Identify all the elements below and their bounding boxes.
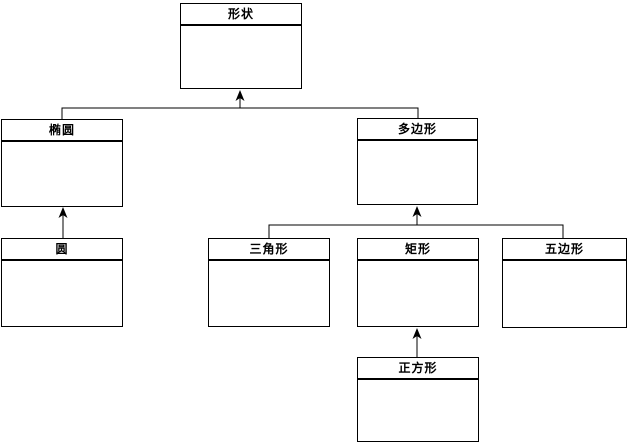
class-title: 形状 [181, 4, 301, 26]
class-body-compartment [358, 141, 477, 204]
class-body-compartment [209, 261, 329, 326]
class-body-compartment [2, 142, 122, 206]
class-title: 矩形 [358, 239, 478, 261]
class-box-pentagon[interactable]: 五边形 [502, 238, 627, 328]
arrowhead-icon [235, 90, 245, 101]
class-title: 三角形 [209, 239, 329, 261]
connector-ellipse-polygon-to-shape [61, 90, 419, 119]
class-body-compartment [358, 380, 478, 441]
class-body-compartment [358, 261, 478, 326]
connector-line [268, 224, 564, 238]
arrowhead-icon [412, 328, 422, 339]
class-box-square[interactable]: 正方形 [357, 357, 479, 442]
class-title: 五边形 [503, 239, 626, 261]
class-body-compartment [503, 261, 626, 327]
class-title: 多边形 [358, 119, 477, 141]
connector-square-to-rectangle [412, 328, 422, 357]
class-body-compartment [2, 261, 122, 326]
class-title: 圆 [2, 239, 122, 261]
class-title: 正方形 [358, 358, 478, 380]
arrowhead-icon [58, 207, 68, 218]
class-box-ellipse[interactable]: 椭圆 [1, 119, 123, 207]
class-box-polygon[interactable]: 多边形 [357, 118, 478, 205]
class-box-circle[interactable]: 圆 [1, 238, 123, 327]
class-box-triangle[interactable]: 三角形 [208, 238, 330, 327]
class-box-shape[interactable]: 形状 [180, 3, 302, 89]
arrowhead-icon [412, 206, 422, 217]
connector-circle-to-ellipse [58, 207, 68, 238]
connector-children-to-polygon [268, 206, 564, 238]
class-body-compartment [181, 26, 301, 88]
class-title: 椭圆 [2, 120, 122, 142]
class-box-rectangle[interactable]: 矩形 [357, 238, 479, 327]
